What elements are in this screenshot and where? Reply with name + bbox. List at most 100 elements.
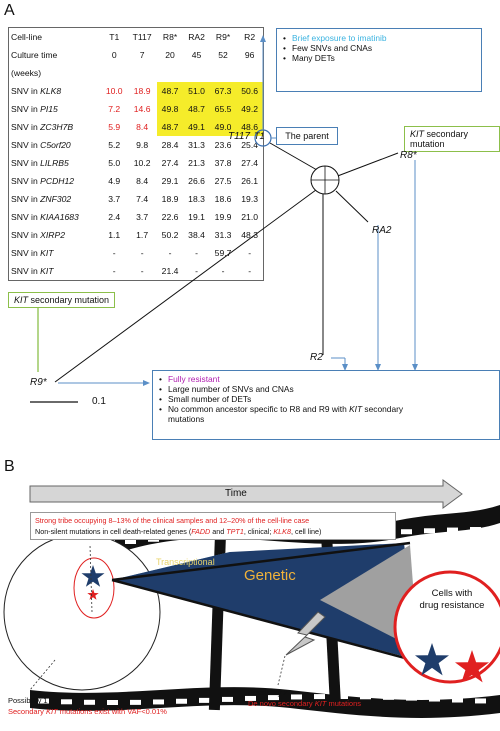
film-hole [61,699,72,705]
value-cell: 31.3 [188,139,205,150]
value-cell: 18.9 [161,193,179,204]
value-cell: 19.1 [188,211,205,222]
value-cell: 19.3 [241,193,259,204]
table-header-cell: 52 [218,49,228,60]
value-cell: 2.4 [108,211,121,222]
red-star-large-icon [455,650,489,683]
branch-t1 [269,142,318,171]
value-cell: 37.8 [214,157,232,168]
value-cell: 26.1 [241,175,259,186]
value-cell: 50.2 [161,229,179,240]
kit-left-label: KIT secondary mutation [8,292,116,308]
table-header-cell: R9* [215,31,231,42]
value-cell: 49.2 [236,100,264,118]
red-star-small-icon [87,589,99,600]
film-hole [406,695,417,701]
film-hole [130,699,141,705]
value-cell: - [195,247,198,258]
scale-label: 0.1 [92,396,106,407]
value-cell: 67.3 [209,82,237,100]
value-cell: 27.5 [214,175,232,186]
value-cell: 10.0 [105,85,123,96]
value-cell: 22.6 [161,211,179,222]
film-hole [475,698,486,704]
value-cell: 49.1 [183,118,210,136]
drug-resistance-circle [393,570,500,684]
film-hole [245,695,256,701]
navy-star-large-icon [415,643,449,676]
cells-label: Cells with drug resistance [419,588,485,611]
navy-star-icon [81,565,105,587]
value-cell: - [140,265,144,276]
film-hole [176,698,187,704]
table-row: SNV in KIT--21.4--- [9,262,264,281]
parent-label-box: The parent [276,127,338,145]
genetic-label: Genetic [244,567,296,584]
film-hole [383,694,394,700]
value-cell: 26.6 [188,175,205,186]
film-hole [153,699,164,705]
value-cell: - [168,247,172,258]
value-cell: 25.4 [241,139,259,150]
value-cell: 65.5 [209,100,237,118]
value-cell: 48.3 [241,229,259,240]
resistant-box: Fully resistant Large number of SNVs and… [152,370,500,440]
table-header-cell: R2 [244,31,256,42]
value-cell: 7.2 [108,103,121,114]
gene-cell: SNV in C5orf20 [11,139,71,150]
branch-r9 [54,186,321,383]
imatinib-box: Brief exposure to imatinib Few SNVs and … [276,28,482,92]
value-cell: - [248,247,252,258]
value-cell: 48.7 [156,118,184,136]
value-cell: 27.4 [241,157,259,168]
value-cell: 5.0 [108,157,121,168]
value-cell: - [140,247,144,258]
table-header-cell: Cell-line [11,31,43,42]
table-header-cell: 7 [139,49,145,60]
film-hole [424,528,435,534]
node-t1: T1 [254,131,265,141]
gene-cell: SNV in KIT [11,265,54,276]
tribe-line-1: Strong tribe occupying 8–13% of the clin… [35,516,310,525]
value-cell: 8.4 [136,175,149,186]
value-cell: 1.1 [108,229,121,240]
box-bottom-item-3: Small number of DETs [157,394,495,404]
value-cell: 3.7 [136,211,149,222]
gene-cell: SNV in KIAA1683 [11,211,79,222]
table-header-cell: R8* [162,31,178,42]
table-header-cell: Culture time [11,49,58,60]
gene-cell: SNV in ZC3H7B [11,121,74,132]
value-cell: - [221,265,225,276]
table-header-cell: 0 [111,49,117,60]
node-r2: R2 [310,352,323,363]
gene-cell: SNV in PI15 [11,103,58,114]
table-header-cell: RA2 [188,31,205,42]
film-hole [107,699,118,705]
film-hole [429,696,440,702]
value-cell: 19.9 [214,211,232,222]
value-cell: 1.7 [136,229,149,240]
box-bottom-item-2: Large number of SNVs and CNAs [157,384,495,394]
genetic-wedge [112,543,418,660]
film-hole [401,529,412,535]
tribe-textbox: Strong tribe occupying 8–13% of the clin… [30,512,396,540]
table-header-cell: T117 [132,31,152,42]
node-r9: R9* [30,377,47,388]
table-header-cell: (weeks) [11,67,42,78]
film-hole [291,694,302,700]
kit-top-label: KIT secondary mutation [404,126,500,152]
table-header-cell: 96 [244,49,255,60]
panel-b-letter: B [4,458,15,475]
film-hole [314,694,325,700]
film-hole [452,697,463,703]
gene-cell: SNV in KIT [11,247,54,258]
value-cell: 9.8 [136,139,149,150]
